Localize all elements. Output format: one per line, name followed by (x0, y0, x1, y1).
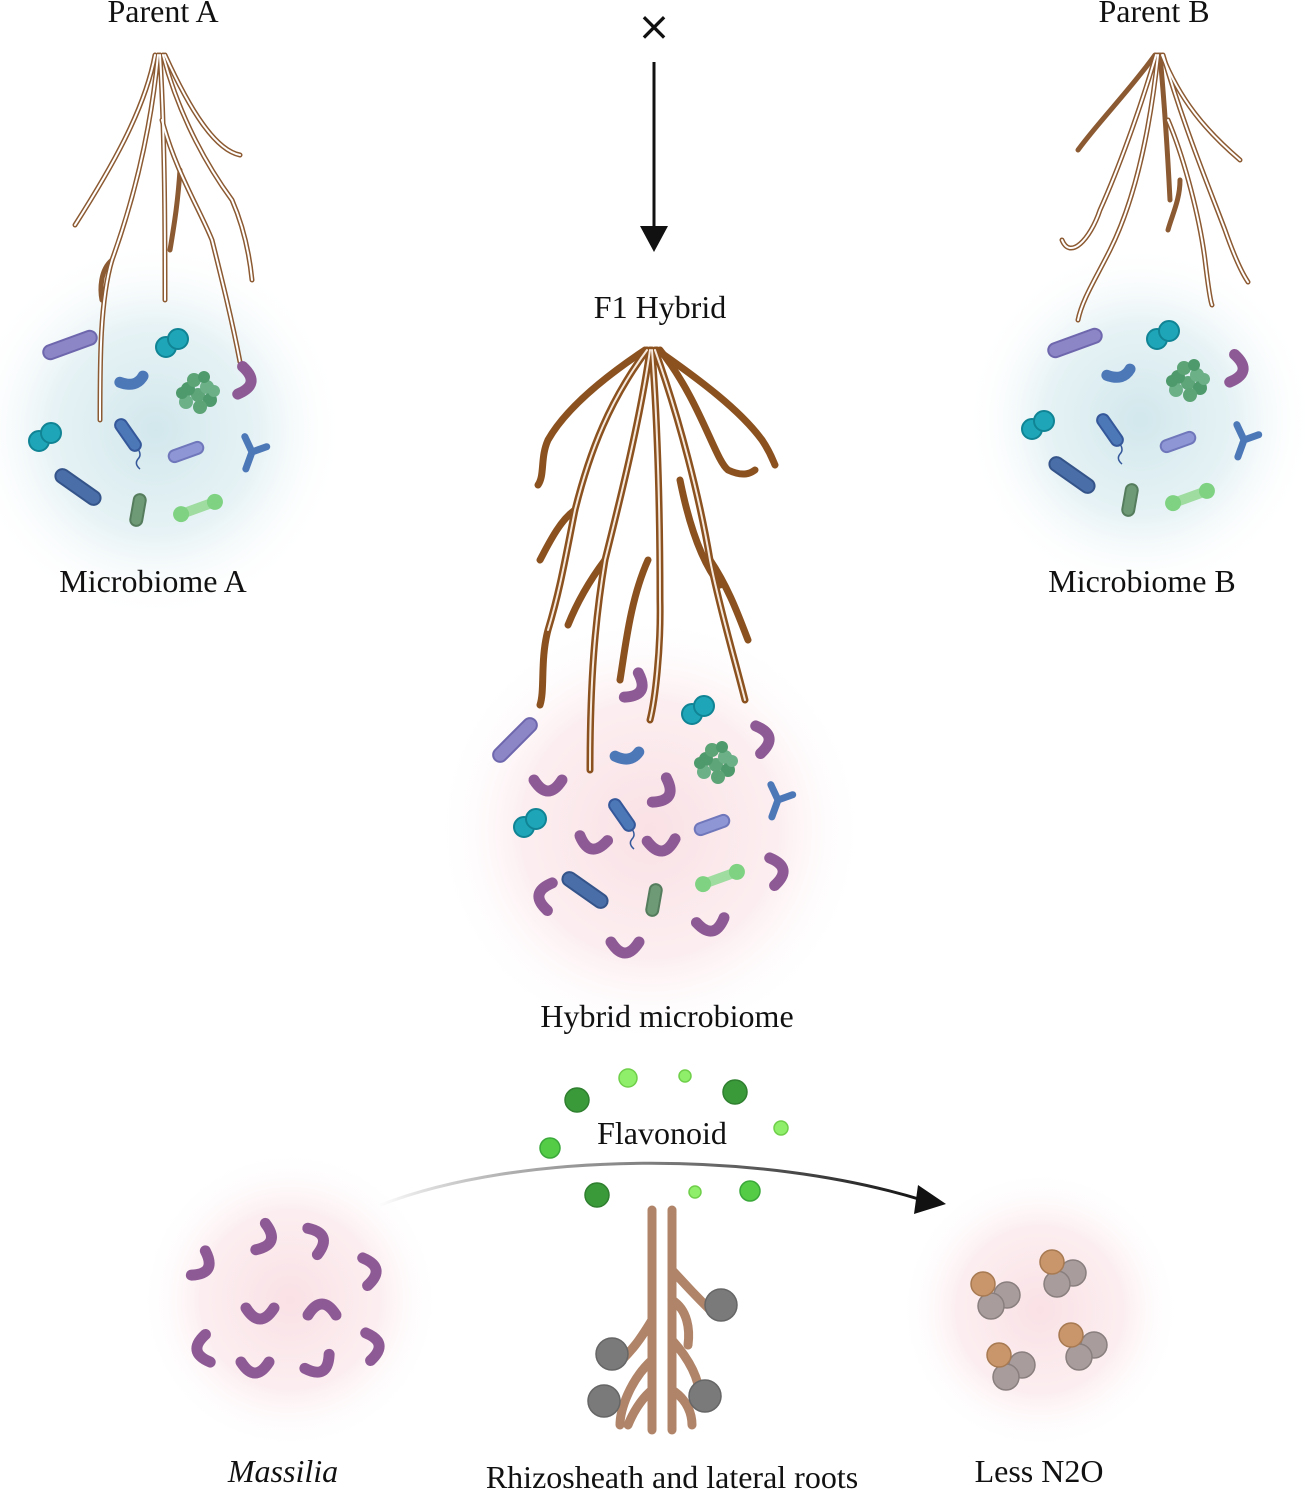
cross-arrow-head (640, 226, 668, 252)
parent-b-label: Parent B (1098, 0, 1209, 29)
hybrid-microbiome-label: Hybrid microbiome (540, 998, 793, 1034)
microbiome-a-label: Microbiome A (59, 563, 247, 599)
microbiome-b-glow (965, 245, 1314, 595)
hybrid-roots-inner (547, 349, 746, 771)
flavonoid-label: Flavonoid (597, 1115, 727, 1151)
rhizosheath-roots (615, 1205, 715, 1435)
less-n2o-label: Less N2O (975, 1453, 1104, 1489)
n2o-molecules (970, 1249, 1108, 1391)
microbiome-b-label: Microbiome B (1048, 563, 1236, 599)
f1-hybrid-label: F1 Hybrid (594, 289, 726, 325)
rhizosheath-label: Rhizosheath and lateral roots (486, 1459, 858, 1490)
soil-particles (587, 1288, 738, 1418)
cross-symbol: × (637, 4, 671, 50)
parent-a-roots-inner (74, 54, 253, 421)
massilia-label: Massilia (227, 1453, 338, 1489)
hybrid-microbiome-glow (435, 615, 865, 1045)
process-arrow-head (914, 1185, 946, 1214)
flavonoid-dots (539, 1068, 789, 1208)
n2o-glow (900, 1170, 1180, 1450)
process-arrow (377, 1161, 923, 1208)
parent-a-label: Parent A (107, 0, 218, 29)
massilia-glow (140, 1150, 440, 1450)
parent-b-roots-inner (1061, 54, 1249, 321)
